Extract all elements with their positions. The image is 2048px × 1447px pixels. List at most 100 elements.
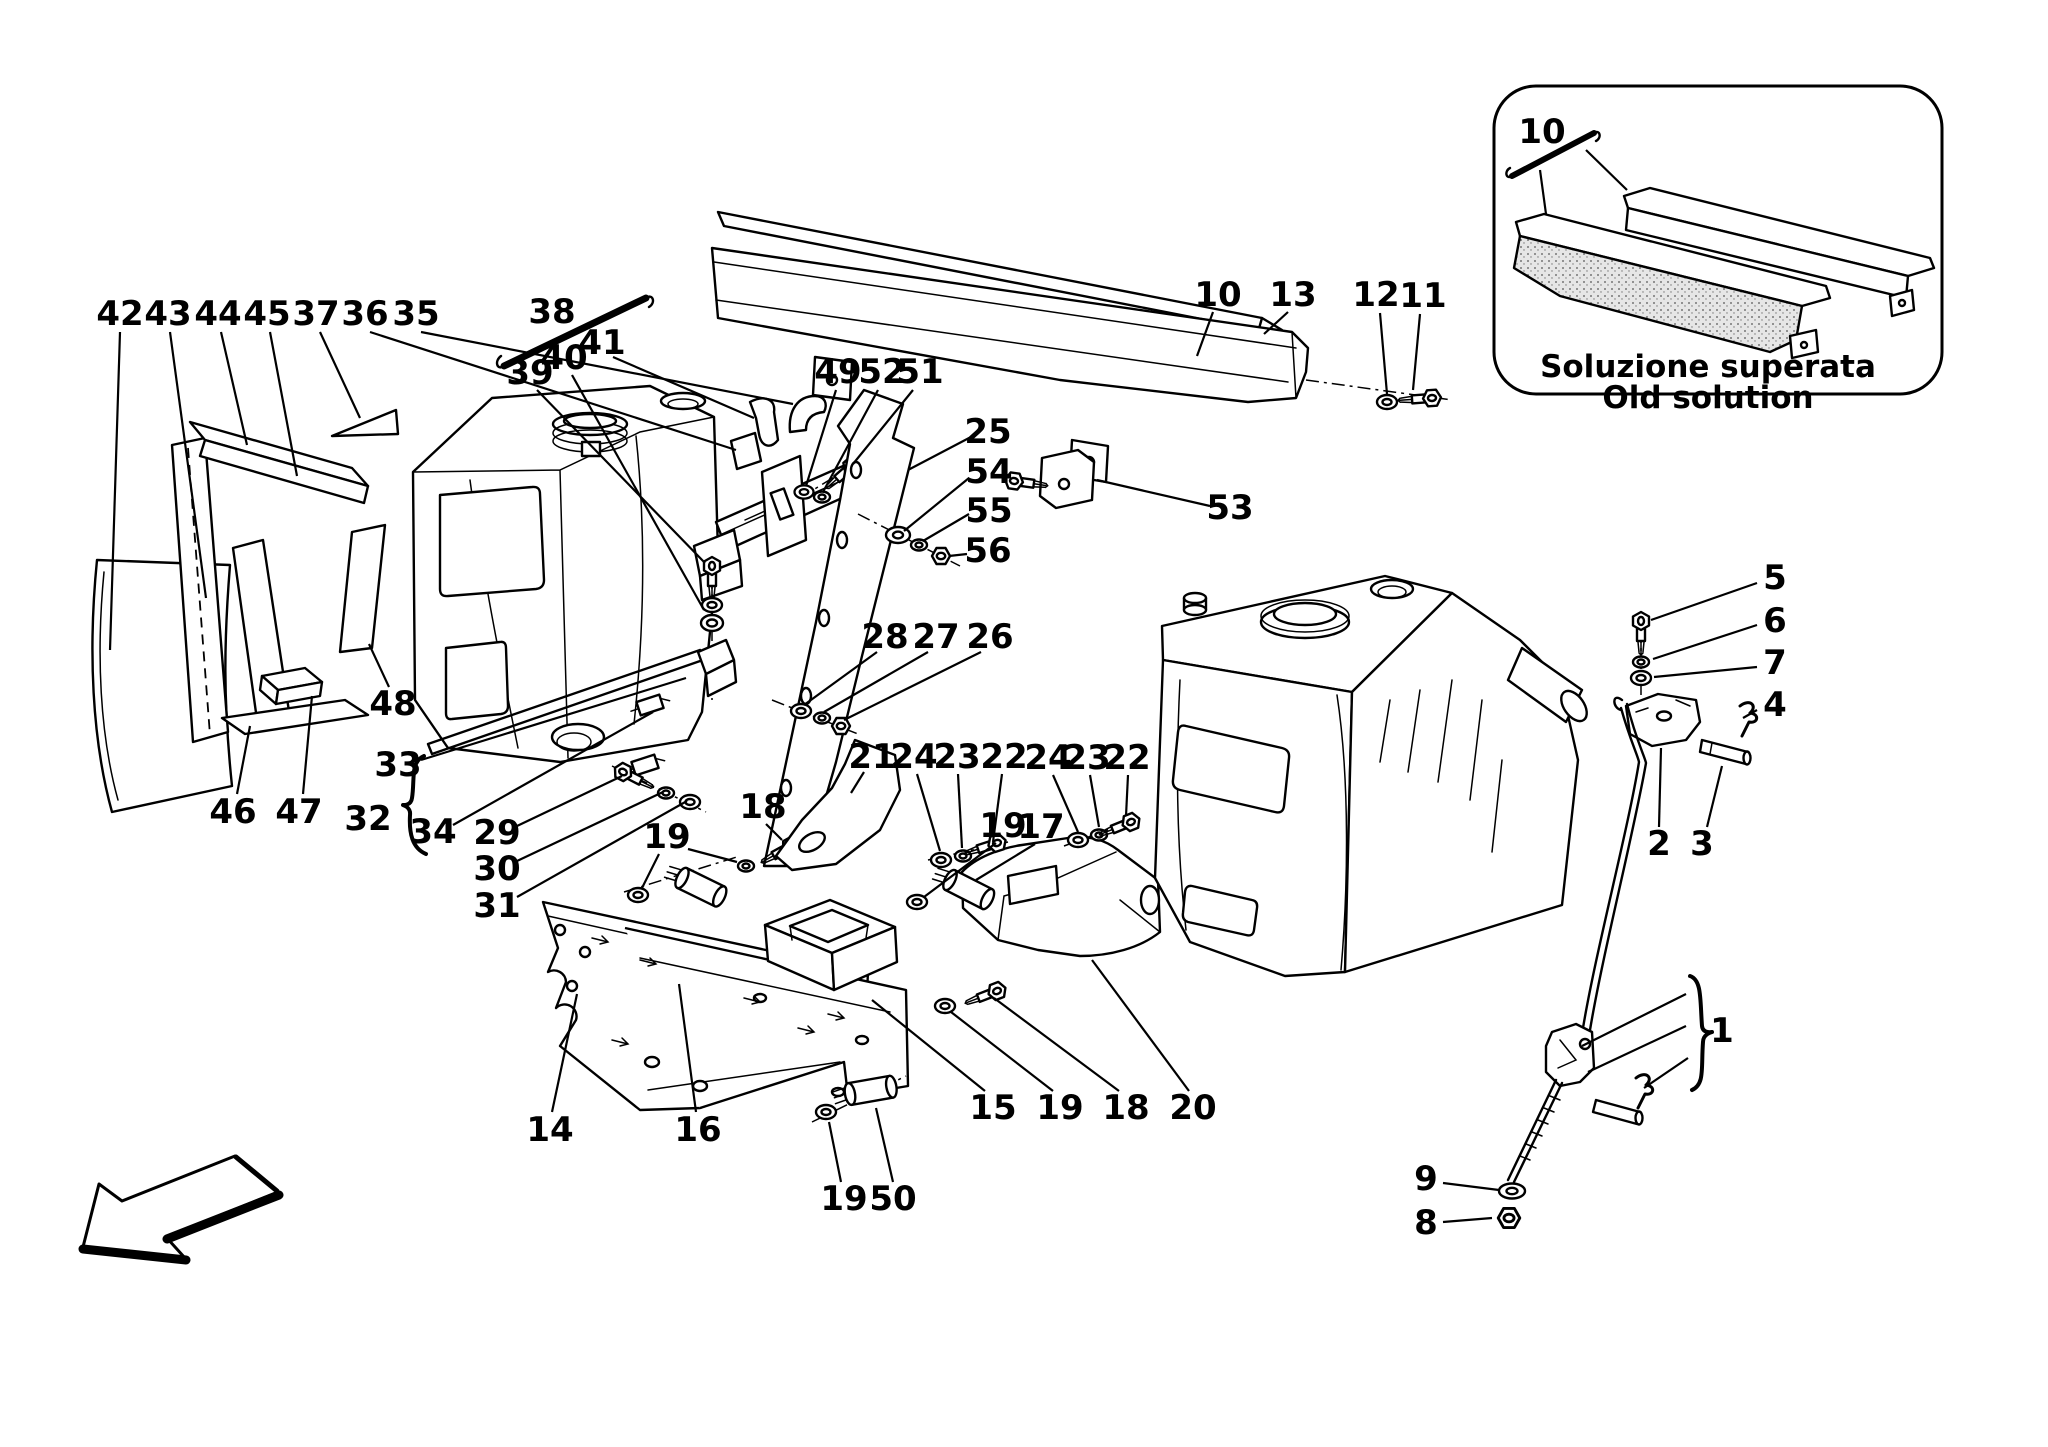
leader-21-35: [850, 771, 865, 794]
right-fuel-tank: [1139, 574, 1588, 978]
callout-5-54: 5: [1763, 558, 1787, 598]
washer-7: [1629, 669, 1653, 687]
callout-12-20: 12: [1352, 275, 1399, 315]
leader-33-26: [420, 676, 687, 762]
callout-28-32: 28: [861, 617, 908, 657]
leader-13-19: [1263, 311, 1289, 335]
vent-cap: [1182, 591, 1208, 605]
leader-19-44: [923, 842, 997, 898]
leader-19-43: [641, 853, 660, 889]
leader-7-56: [1653, 665, 1758, 679]
leader-19-52: [827, 1121, 843, 1183]
leader-19-47: [950, 1011, 1054, 1092]
r-clip-4: [1738, 701, 1759, 738]
nut-56: [930, 546, 952, 566]
callout-49-11: 49: [814, 352, 861, 392]
washer-24b: [1066, 831, 1090, 849]
callout-17-45: 17: [1017, 807, 1064, 847]
callout-41-10: 41: [578, 323, 625, 363]
callout-10-18: 10: [1194, 275, 1241, 315]
callout-34-27: 34: [409, 812, 456, 852]
callout-3-59: 3: [1690, 824, 1714, 864]
upper-long-shield: [710, 210, 1453, 510]
callout-44-2: 44: [194, 294, 241, 334]
leader-6-55: [1652, 623, 1758, 661]
tray-46: [220, 698, 370, 736]
leader-10-18: [1195, 311, 1215, 357]
callout-15-46: 15: [969, 1088, 1016, 1128]
leader-49-11: [804, 389, 838, 487]
callout-22-38: 22: [980, 737, 1027, 777]
callout-19-43: 19: [643, 817, 690, 857]
leader-16-51: [677, 983, 698, 1113]
leader-56-17: [948, 552, 968, 558]
leader-9-61: [1442, 1181, 1500, 1192]
leader-53-22: [1096, 478, 1211, 508]
screw-39-stack: [696, 555, 738, 700]
strip-48: [338, 523, 387, 654]
callout-11-21: 11: [1399, 276, 1446, 316]
washer-49: [793, 484, 815, 500]
leader-1-60: [1643, 1057, 1689, 1089]
linkage-rod-assembly: [1496, 610, 1759, 1230]
tank-recess-lower: [444, 640, 510, 721]
callout-14-50: 14: [526, 1110, 573, 1150]
inset-caption-italian: Soluzione superata: [1540, 349, 1876, 385]
washer-19-left: [626, 886, 650, 904]
callout-20-49: 20: [1169, 1088, 1216, 1128]
leader-10-63: [1585, 149, 1628, 191]
leader-23-37: [956, 773, 964, 849]
cover-bracket-20: [960, 836, 1162, 958]
leader-29-29: [516, 775, 623, 827]
leader-8-62: [1442, 1216, 1493, 1224]
bolt-29-stack: [610, 759, 707, 813]
leader-35-6: [420, 330, 794, 406]
callout-46-24: 46: [209, 792, 256, 832]
leader-14-50: [550, 993, 579, 1113]
callout-18-42: 18: [739, 787, 786, 827]
bracket-35: [788, 394, 827, 434]
washer-19-lower: [933, 997, 957, 1015]
leader-55-16: [922, 513, 970, 542]
leader-36-5: [369, 330, 737, 452]
callout-8-62: 8: [1414, 1203, 1438, 1243]
callout-30-30: 30: [473, 849, 520, 889]
leader-5-54: [1650, 581, 1758, 622]
callout-7-56: 7: [1763, 643, 1787, 683]
leader-20-49: [1091, 959, 1190, 1092]
callout-29-29: 29: [473, 813, 520, 853]
callout-39-8: 39: [506, 353, 553, 393]
nut-26: [830, 716, 852, 736]
leader-54-15: [903, 477, 970, 532]
callout-6-55: 6: [1763, 601, 1787, 641]
callout-45-3: 45: [243, 294, 290, 334]
leader-12-20: [1378, 312, 1389, 395]
nut-8: [1496, 1206, 1522, 1230]
callout-21-35: 21: [848, 737, 895, 777]
tank-recess-b: [1181, 884, 1259, 937]
callout-51-13: 51: [896, 352, 943, 392]
washer-12: [1375, 393, 1399, 411]
leader-50-53: [874, 1107, 895, 1183]
leader-26-34: [843, 651, 982, 721]
r-clip-lower: [1634, 1073, 1655, 1110]
inset-strip-front-web: [1512, 234, 1804, 354]
tank-recess-a: [1171, 724, 1291, 814]
callout-16-51: 16: [674, 1110, 721, 1150]
leader-22-41: [1124, 774, 1130, 817]
leader-46-24: [235, 725, 252, 795]
callout-19-47: 19: [1036, 1088, 1083, 1128]
callout-42-0: 42: [96, 294, 143, 334]
leader-18-42: [765, 823, 783, 841]
leader-41-10: [612, 355, 755, 420]
leader-1-60: [1581, 993, 1687, 1047]
filler-ring-small: [1369, 578, 1415, 600]
leader-30-30: [516, 791, 664, 862]
leader-24-39: [1051, 774, 1080, 833]
callout-32-28: 32: [344, 799, 391, 839]
callout-1-60: 1: [1710, 1011, 1734, 1051]
wedge-37: [330, 408, 400, 438]
callout-22-41: 22: [1103, 738, 1150, 778]
leader-52-12: [822, 389, 879, 493]
washer-19-mid: [736, 859, 756, 873]
